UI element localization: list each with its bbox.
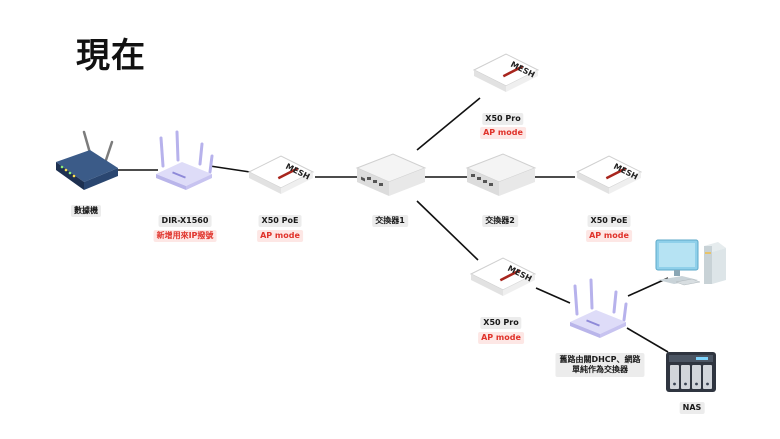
mesh-left-mode: AP mode	[257, 230, 303, 242]
router-old-label-line1: 舊路由關DHCP、網路	[559, 355, 641, 364]
wire-switch1-mesh-top	[416, 97, 481, 151]
mesh-access-point-icon: MESH	[467, 252, 539, 300]
router-old-label: 舊路由關DHCP、網路 單純作為交換器	[555, 353, 645, 377]
modem-label: 數據機	[71, 205, 101, 217]
mesh-top-label: X50 Pro	[482, 113, 524, 125]
mesh-top-mode: AP mode	[480, 127, 526, 139]
mesh-left-body: MESH	[247, 155, 315, 194]
mesh-bottom-body: MESH	[469, 257, 537, 296]
wire-router-old-pc	[627, 277, 669, 297]
mesh-access-point-icon: MESH	[470, 48, 542, 96]
switch2-label: 交換器2	[482, 215, 518, 227]
mesh-left-label: X50 PoE	[258, 215, 302, 227]
desktop-computer-icon	[655, 239, 726, 286]
mesh-access-point-icon: MESH	[245, 150, 317, 198]
mesh-right-body: MESH	[575, 155, 643, 194]
wire-switch1-mesh-bottom	[416, 200, 479, 261]
nas-label: NAS	[679, 402, 705, 414]
mesh-access-point-icon: MESH	[573, 150, 645, 198]
mesh-right-label: X50 PoE	[587, 215, 631, 227]
wire-router-mesh-left	[209, 165, 251, 173]
page-title: 現在	[76, 36, 146, 76]
network-switch-icon	[465, 153, 537, 196]
router-icon	[570, 278, 628, 338]
router-main-note: 新增用來IP撥號	[153, 230, 217, 242]
wire-router-old-nas	[626, 327, 669, 353]
switch1-label: 交換器1	[372, 215, 408, 227]
mesh-right-mode: AP mode	[586, 230, 632, 242]
mesh-top-body: MESH	[472, 53, 540, 92]
nas-storage-icon	[666, 352, 716, 392]
mesh-bottom-mode: AP mode	[478, 332, 524, 344]
router-main-label: DIR-X1560	[158, 215, 212, 227]
mesh-bottom-label: X50 Pro	[480, 317, 522, 329]
router-icon	[156, 130, 214, 190]
modem-icon	[56, 130, 118, 190]
network-switch-icon	[355, 153, 427, 196]
wire-mesh-bottom-router-old	[535, 287, 571, 304]
router-old-label-line2: 單純作為交換器	[571, 365, 628, 374]
